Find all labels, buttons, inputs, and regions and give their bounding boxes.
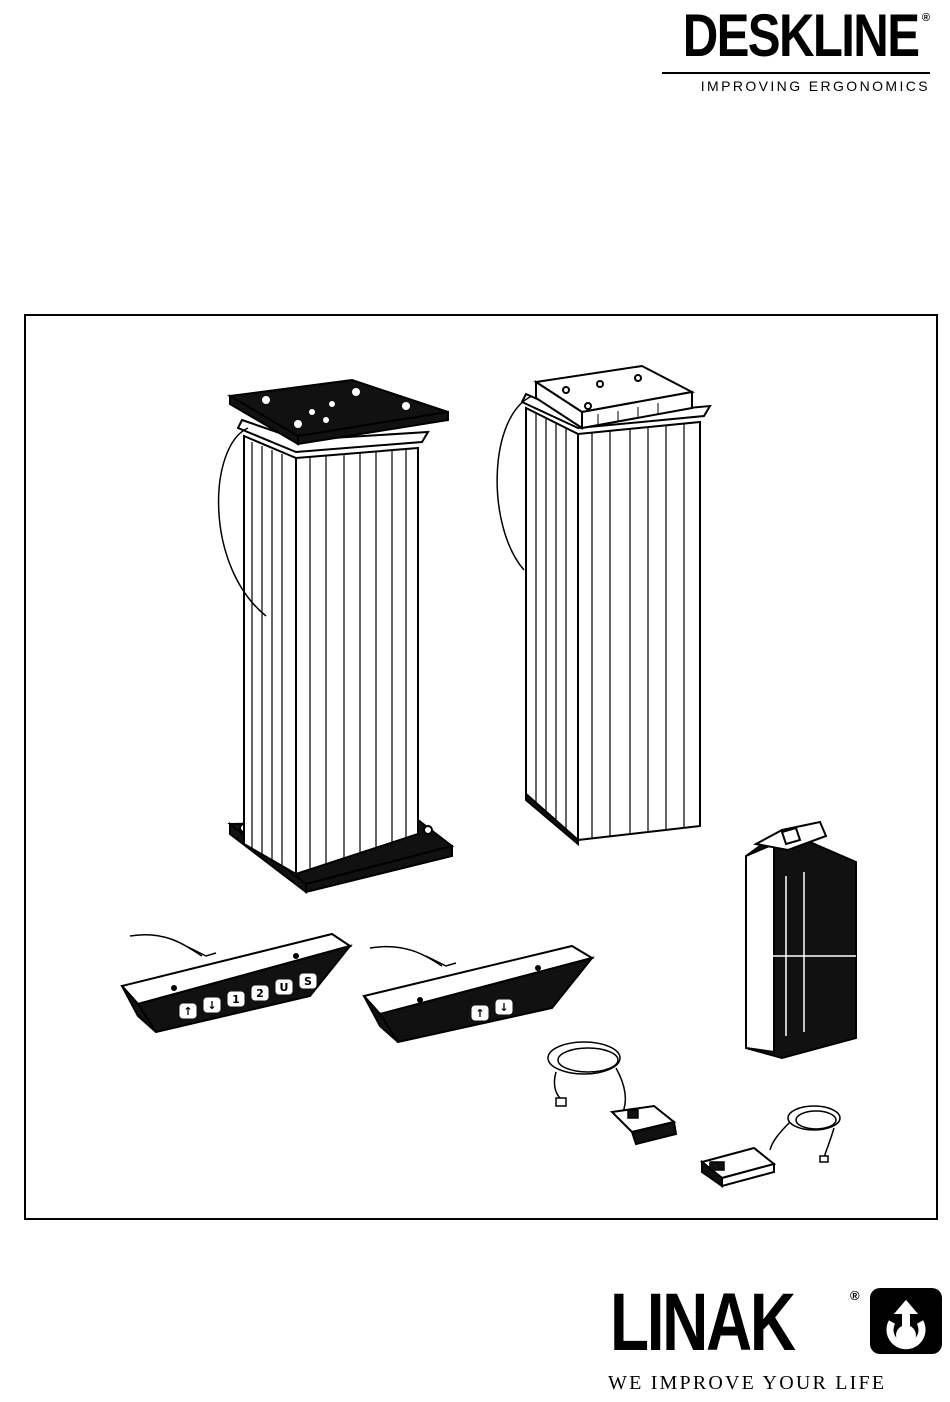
handset-button-s-label: S bbox=[304, 975, 312, 988]
handset-button-u-label: U bbox=[280, 981, 289, 994]
handset-button-1-label: 1 bbox=[232, 993, 240, 1006]
linak-logo: LINAK ® WE IMPROVE YOUR LIFE bbox=[608, 1286, 948, 1402]
linak-slogan: WE IMPROVE YOUR LIFE bbox=[608, 1372, 886, 1395]
handset-button-up-label: ↑ bbox=[183, 1005, 192, 1018]
handset-basic-button-up-label: ↑ bbox=[475, 1007, 484, 1020]
handset-basic bbox=[364, 946, 592, 1042]
lifting-column-left bbox=[219, 380, 452, 892]
handset-button-down-label: ↓ bbox=[207, 999, 216, 1012]
handset-basic-button-down-label: ↓ bbox=[499, 1001, 508, 1014]
linak-arrow-icon bbox=[870, 1288, 942, 1354]
cable-adapter-right bbox=[702, 1106, 840, 1186]
linak-brand: LINAK bbox=[610, 1282, 794, 1364]
cable-adapter-left bbox=[548, 1042, 676, 1144]
deskline-registered-mark: ® bbox=[922, 12, 930, 24]
deskline-divider bbox=[662, 72, 930, 74]
control-box bbox=[746, 822, 856, 1058]
deskline-brand: DESKLINE bbox=[682, 6, 918, 66]
deskline-tagline: IMPROVING ERGONOMICS bbox=[701, 78, 930, 94]
product-illustration: ↑ ↓ 1 2 U S ↑ ↓ bbox=[26, 316, 940, 1222]
handset-button-2-label: 2 bbox=[256, 987, 264, 1000]
deskline-logo: DESKLINE ® IMPROVING ERGONOMICS bbox=[662, 6, 932, 96]
lifting-column-right bbox=[497, 366, 710, 844]
linak-registered-mark: ® bbox=[850, 1288, 860, 1303]
product-illustration-frame: ↑ ↓ 1 2 U S ↑ ↓ bbox=[24, 314, 938, 1220]
